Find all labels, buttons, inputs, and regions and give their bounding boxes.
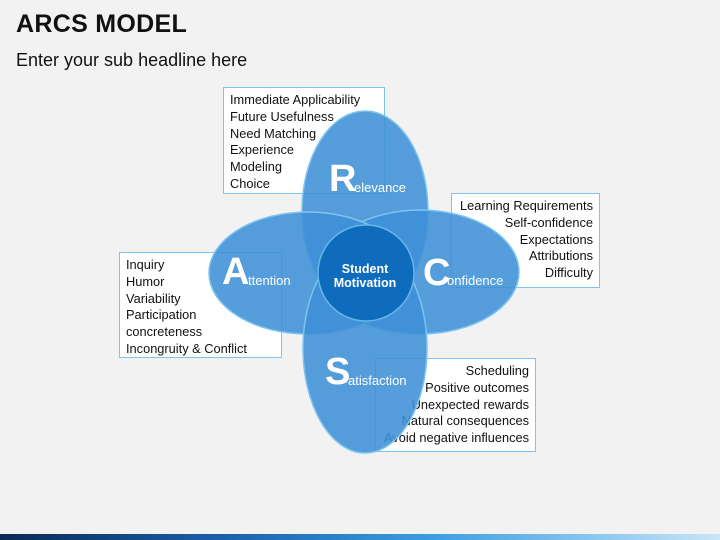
relevance-label: elevance [354, 180, 407, 195]
center-label-line1: Student [341, 262, 389, 276]
relevance-letter: R [329, 158, 357, 200]
confidence-item: Learning Requirements [459, 198, 593, 213]
satisfaction-item: Natural consequences [401, 413, 529, 429]
relevance-item: Immediate Applicability [230, 92, 361, 107]
attention-item: concreteness [126, 324, 203, 340]
satisfaction-item: Scheduling [465, 363, 529, 378]
relevance-item: Modeling [230, 159, 282, 175]
confidence-item: Attributions [528, 248, 593, 264]
relevance-item: Experience [230, 142, 295, 158]
confidence-item: Expectations [519, 231, 593, 247]
relevance-item: Choice [230, 175, 270, 191]
satisfaction-label: atisfaction [348, 373, 407, 388]
relevance-box: Immediate Applicability Future Usefulnes… [223, 87, 385, 194]
satisfaction-letter: S [325, 351, 351, 393]
attention-item: Participation [126, 307, 197, 323]
relevance-item: Future Usefulness [230, 108, 334, 124]
confidence-box: Learning Requirements Self-confidence Ex… [451, 193, 600, 288]
confidence-label: onfidence [447, 273, 504, 288]
center-label: Student Motivation [322, 262, 408, 290]
attention-box: Inquiry Humor Variability Participation … [119, 252, 282, 358]
attention-label: ttention [248, 273, 291, 288]
attention-item: Humor [126, 273, 165, 289]
attention-item: Variability [126, 290, 181, 306]
page-title: ARCS MODEL [16, 10, 188, 38]
attention-item: Incongruity & Conflict [126, 340, 247, 356]
bottom-accent-bar [0, 534, 720, 540]
confidence-letter: C [423, 252, 451, 294]
page-subtitle: Enter your sub headline here [16, 50, 248, 70]
satisfaction-item: Avoid negative influences [384, 430, 529, 446]
center-circle [317, 224, 415, 322]
center-label-line2: Motivation [333, 276, 397, 290]
confidence-item: Difficulty [544, 265, 593, 281]
confidence-item: Self-confidence [504, 214, 593, 230]
attention-item: Inquiry [126, 257, 165, 272]
relevance-item: Need Matching [230, 125, 317, 141]
attention-letter: A [222, 251, 250, 293]
satisfaction-item: Unexpected rewards [411, 396, 529, 412]
satisfaction-item: Positive outcomes [425, 379, 529, 395]
